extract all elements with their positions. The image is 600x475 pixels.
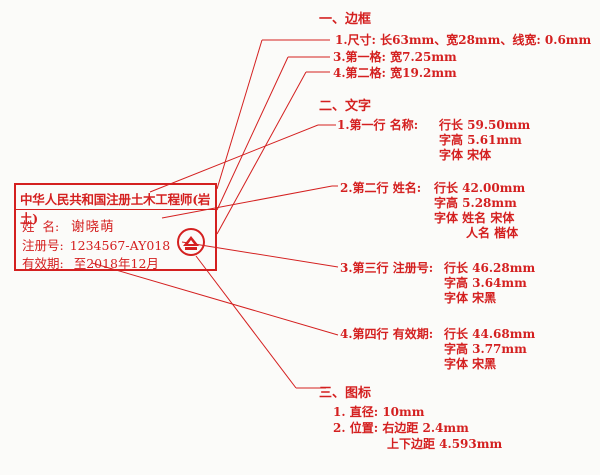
leader-text-row3 — [181, 241, 339, 268]
text-row2-line: 字体 姓名 宋体 — [434, 211, 515, 225]
stamp-name-label: 姓 名: — [22, 219, 60, 234]
leader-text-row4 — [91, 262, 339, 336]
leader-text-row1 — [149, 124, 319, 193]
leader-icon — [195, 255, 297, 389]
stamp-divider — [16, 209, 215, 210]
text-row2-line: 人名 楷体 — [466, 226, 519, 240]
frame-item-first-cell: 3.第一格: 宽7.25mm — [333, 50, 457, 64]
icon-item-margin: 上下边距 4.593mm — [387, 437, 503, 451]
leader-frame-size — [216, 39, 263, 190]
frame-item-size: 1.尺寸: 长63mm、宽28mm、线宽: 0.6mm — [335, 33, 592, 47]
icon-heading: 三、图标 — [319, 386, 372, 401]
stamp-frame: 中华人民共和国注册土木工程师(岩土) 姓 名: 谢晓萌 注册号: 1234567… — [14, 183, 217, 271]
text-row3-label: 3.第三行 注册号: — [340, 261, 434, 275]
leader-second-cell — [216, 71, 307, 235]
text-row3-line: 字高 3.64mm — [444, 276, 527, 290]
text-row2-line: 行长 42.00mm — [434, 181, 526, 195]
frame-heading: 一、边框 — [319, 12, 372, 27]
text-row1-label: 1.第一行 名称: — [337, 118, 419, 132]
stamp-reg-row: 注册号: 1234567-AY018 — [22, 235, 170, 254]
stamp-reg-value: 1234567-AY018 — [69, 238, 171, 253]
stamp-valid-label: 有效期: — [22, 256, 64, 271]
text-row4-line: 行长 44.68mm — [444, 327, 536, 341]
text-row2-label: 2.第二行 姓名: — [340, 181, 422, 195]
stamp-reg-label: 注册号: — [22, 238, 64, 253]
leader-text-row2 — [161, 185, 333, 219]
text-row2-line: 字高 5.28mm — [434, 196, 517, 210]
text-row3-line: 字体 宋黑 — [444, 291, 497, 305]
stamp-name-row: 姓 名: 谢晓萌 — [22, 215, 115, 235]
stamp-title: 中华人民共和国注册土木工程师(岩土) — [20, 192, 211, 226]
text-row4-line: 字高 3.77mm — [444, 342, 527, 356]
icon-item-diameter: 1. 直径: 10mm — [333, 405, 425, 419]
text-row4-line: 字体 宋黑 — [444, 357, 497, 371]
leader-first-cell — [216, 56, 289, 211]
text-row1-line: 字体 宋体 — [439, 148, 492, 162]
text-row1-line: 行长 59.50mm — [439, 118, 531, 132]
stamp-valid-value: 至2018年12月 — [73, 256, 159, 271]
frame-item-second-cell: 4.第二格: 宽19.2mm — [333, 66, 457, 80]
text-row3-line: 行长 46.28mm — [444, 261, 536, 275]
text-row4-label: 4.第四行 有效期: — [340, 327, 434, 341]
text-row1-line: 字高 5.61mm — [439, 133, 522, 147]
emblem-icon — [177, 228, 205, 256]
stamp-name-value: 谢晓萌 — [71, 219, 115, 235]
stamp-valid-row: 有效期: 至2018年12月 — [22, 253, 159, 272]
text-heading: 二、文字 — [319, 99, 372, 114]
icon-item-position: 2. 位置: 右边距 2.4mm — [333, 421, 469, 435]
